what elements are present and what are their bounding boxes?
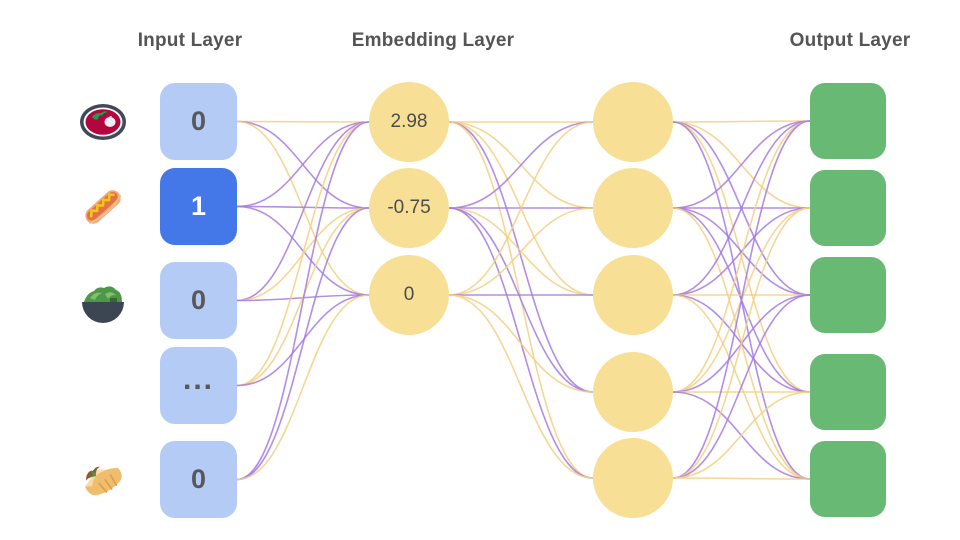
connection-edge: [236, 121, 370, 387]
connection-edge: [236, 120, 370, 123]
connection-edge: [672, 207, 811, 393]
green-salad-icon: [76, 274, 130, 328]
connection-edge: [672, 120, 811, 479]
connection-edge: [672, 120, 811, 393]
connection-edge: [672, 391, 811, 479]
connection-edge: [448, 121, 594, 296]
connection-edge: [448, 121, 594, 393]
connection-edge: [672, 477, 811, 480]
connection-edge: [448, 207, 594, 393]
connection-edge: [672, 207, 811, 296]
burrito-icon: [76, 453, 130, 507]
connection-edge: [448, 294, 594, 479]
input-layer-title: Input Layer: [137, 30, 243, 51]
connection-edge: [672, 207, 811, 480]
embedding-node-1[interactable]: -0.75: [369, 168, 449, 248]
hidden-node-3[interactable]: [593, 352, 673, 432]
connection-edge: [672, 294, 811, 479]
connection-edge: [236, 207, 370, 481]
input-node-ellipsis[interactable]: ...: [160, 347, 237, 424]
output-node-3[interactable]: [810, 354, 886, 430]
output-node-1[interactable]: [810, 170, 886, 246]
connection-edge: [448, 121, 594, 209]
connection-edge: [672, 121, 811, 480]
hidden-node-4[interactable]: [593, 438, 673, 518]
connection-edge: [448, 207, 594, 296]
connection-edge: [672, 391, 811, 480]
connection-edge: [236, 294, 370, 387]
connection-edge: [672, 121, 811, 296]
connection-edge: [672, 207, 811, 296]
connection-edge: [236, 120, 370, 209]
embedding-node-2[interactable]: 0: [369, 255, 449, 335]
connection-edge: [236, 207, 370, 302]
hot-dog-icon: [76, 180, 130, 234]
connection-edge: [672, 120, 811, 209]
connection-edge: [448, 121, 594, 479]
connection-edge: [236, 121, 370, 481]
connection-edge: [236, 205, 370, 296]
input-node-4[interactable]: 0: [160, 441, 237, 518]
connection-edge: [672, 294, 811, 480]
output-node-0[interactable]: [810, 83, 886, 159]
connection-edge: [236, 294, 370, 302]
connection-edge: [672, 294, 811, 393]
connection-edge: [448, 207, 594, 479]
soup-bowl-icon: [76, 95, 130, 149]
connection-edge: [236, 205, 370, 209]
connection-edge: [672, 120, 811, 296]
input-node-2[interactable]: 0: [160, 262, 237, 339]
embedding-node-0[interactable]: 2.98: [369, 82, 449, 162]
connection-edge: [236, 294, 370, 481]
output-node-4[interactable]: [810, 441, 886, 517]
connection-edge: [448, 207, 594, 296]
connection-edge: [236, 121, 370, 302]
connection-edge: [448, 121, 594, 296]
output-node-2[interactable]: [810, 257, 886, 333]
input-node-1[interactable]: 1: [160, 168, 237, 245]
connection-edge: [448, 294, 594, 393]
connection-edge: [672, 120, 811, 123]
connection-edge: [236, 121, 370, 208]
output-layer-title: Output Layer: [789, 30, 911, 51]
connection-edge: [672, 121, 811, 209]
hidden-node-1[interactable]: [593, 168, 673, 248]
connection-edge: [672, 207, 811, 479]
connection-edge: [236, 120, 370, 296]
hidden-node-2[interactable]: [593, 255, 673, 335]
input-node-0[interactable]: 0: [160, 83, 237, 160]
connection-edge: [672, 121, 811, 393]
connection-edge: [672, 294, 811, 393]
hidden-node-0[interactable]: [593, 82, 673, 162]
connection-edge: [672, 207, 811, 393]
connection-edge: [236, 207, 370, 387]
embedding-layer-title: Embedding Layer: [351, 30, 515, 51]
connection-edge: [448, 121, 594, 209]
